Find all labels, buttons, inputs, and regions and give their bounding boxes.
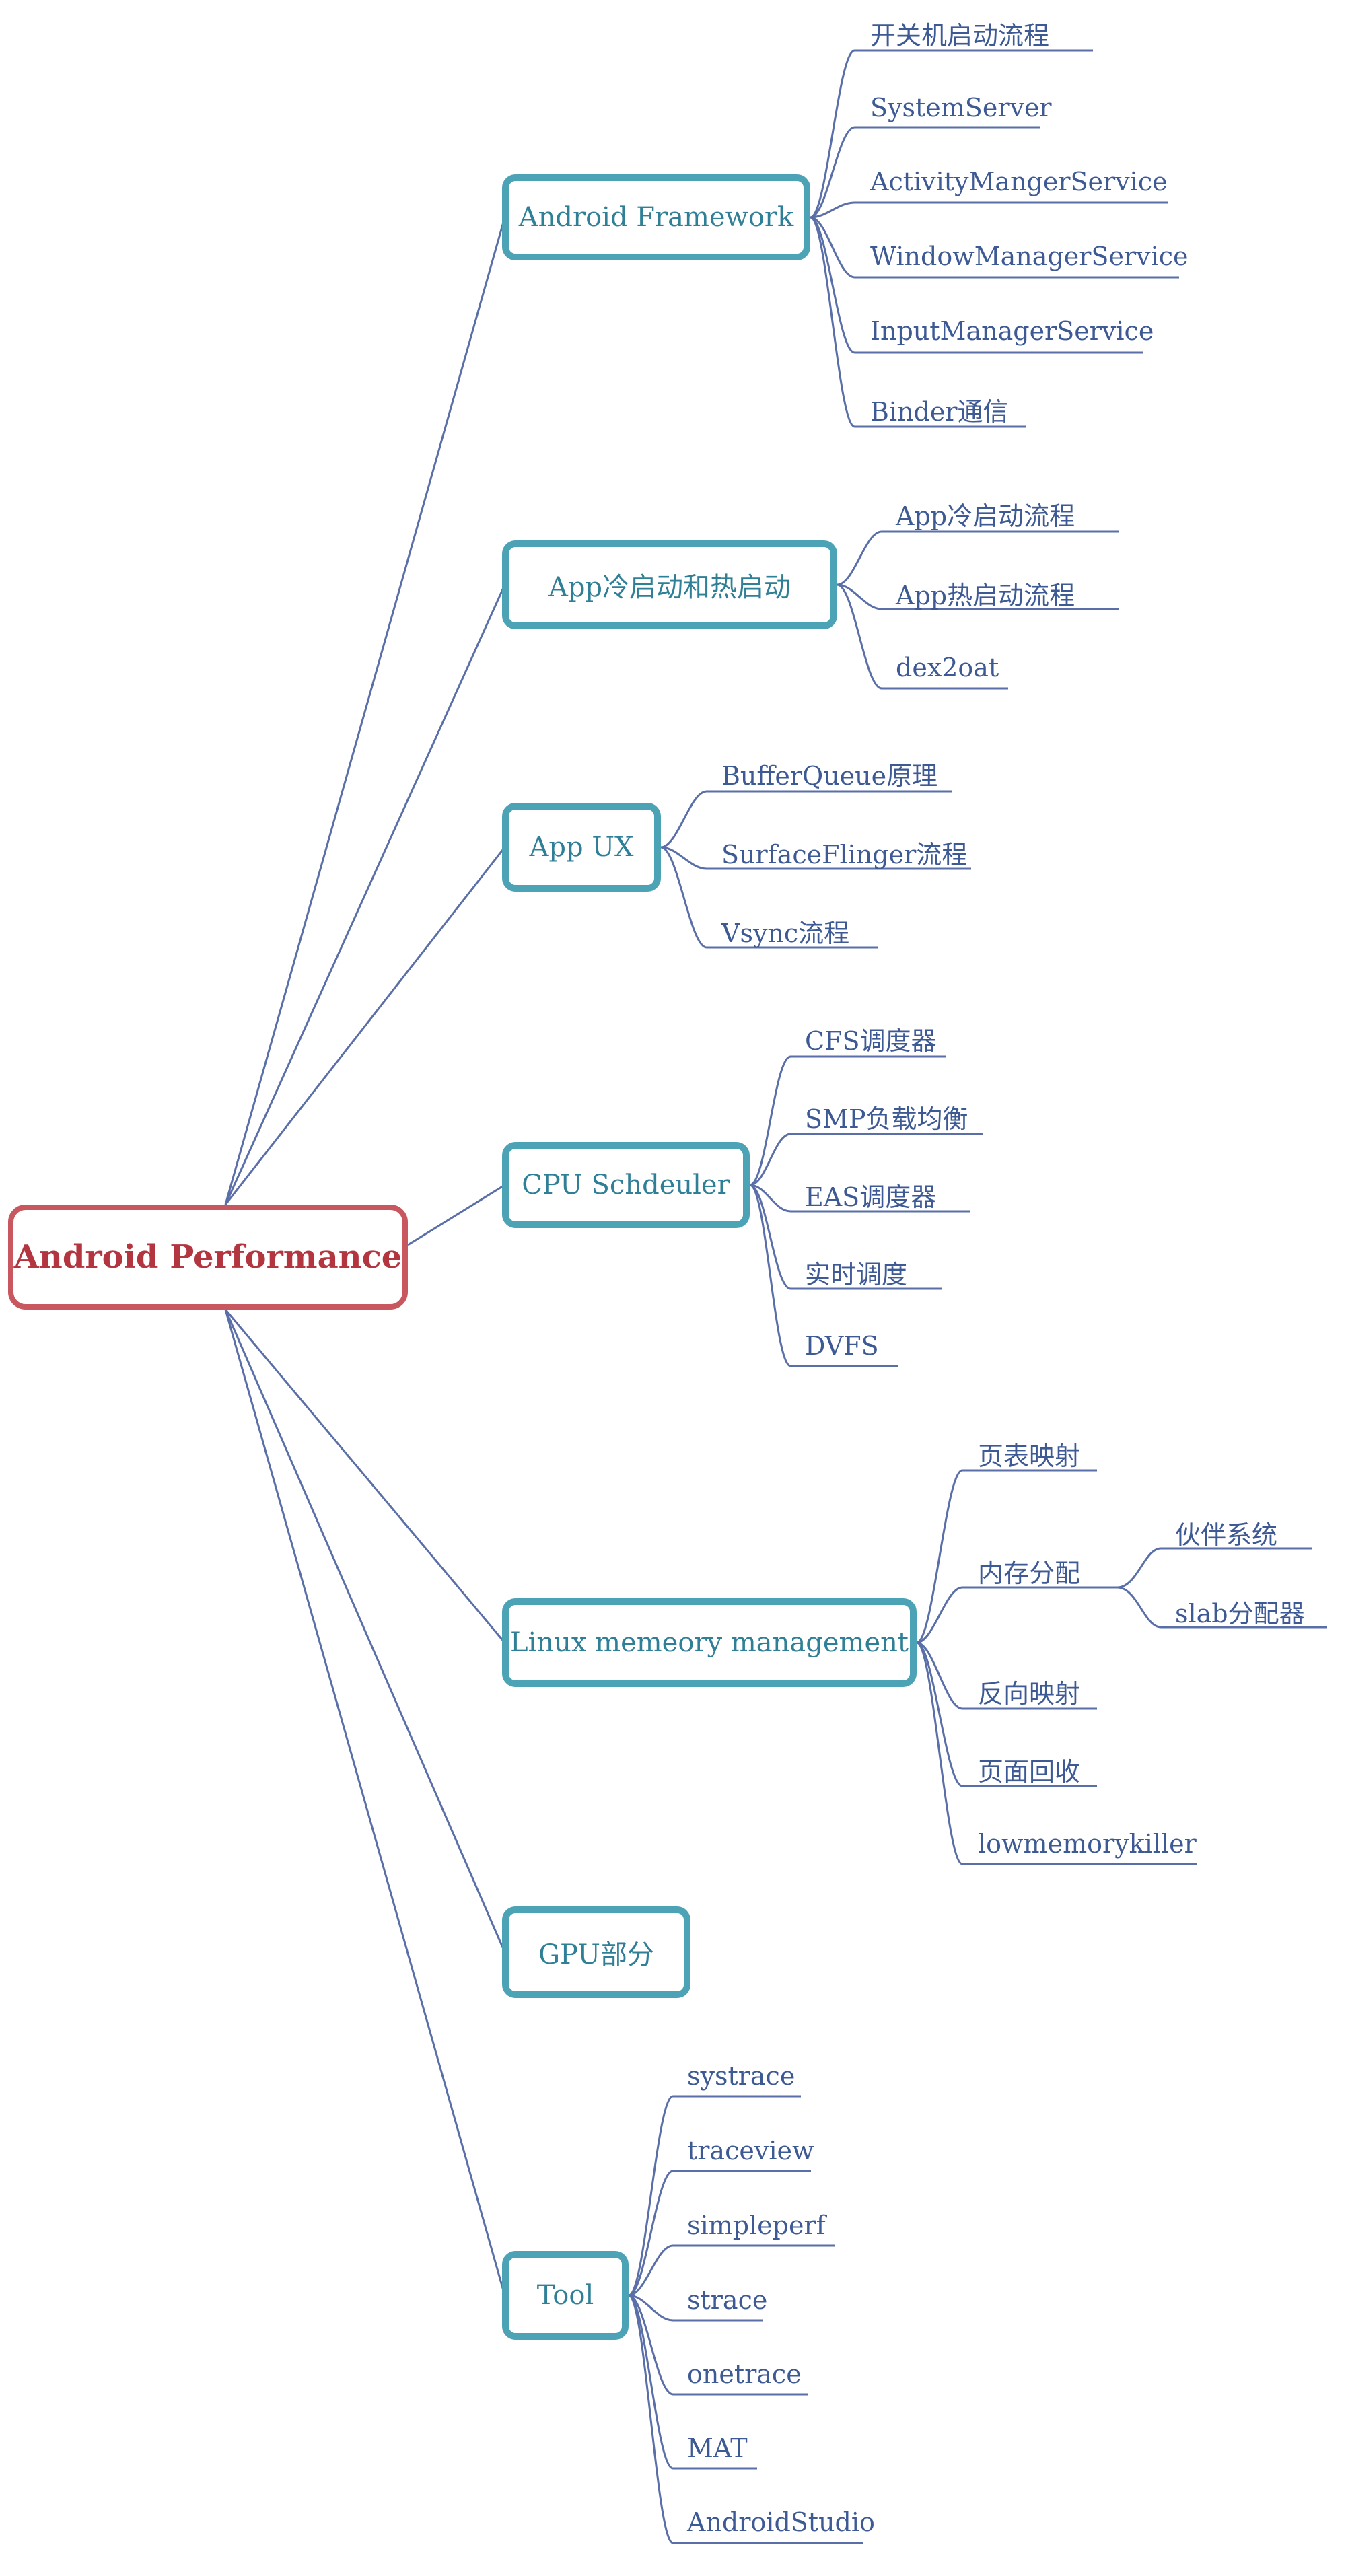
leaf-strace[interactable]: strace [687,2285,768,2315]
leaf-traceview[interactable]: traceview [687,2136,814,2166]
leaf-activitymanagerservice[interactable]: ActivityMangerService [870,167,1168,196]
leaf-connector [810,49,1093,219]
root-connector [224,847,506,1205]
leaf-connector [837,583,1119,610]
leaf-connector [628,2244,835,2297]
leaf-systemserver[interactable]: SystemServer [870,93,1052,122]
branch-node-app-ux[interactable]: App UX [502,803,661,892]
leaf-connector [916,1586,1117,1644]
leaf-realtime-scheduling[interactable]: 实时调度 [805,1260,908,1289]
leaf-connector [749,1133,983,1186]
leaf-simpleperf[interactable]: simpleperf [687,2211,826,2240]
leaf-slab-allocator[interactable]: slab分配器 [1175,1599,1305,1629]
leaf-connector [916,1469,1097,1644]
root-node-android-performance[interactable]: Android Performance [8,1205,408,1310]
leaf-mat[interactable]: MAT [687,2433,748,2463]
leaf-connector [810,216,1026,428]
subleaf-connector [1117,1586,1327,1629]
leaf-connector [749,1055,946,1186]
leaf-androidstudio[interactable]: AndroidStudio [687,2507,875,2537]
root-connector [224,1309,506,1953]
leaf-systrace[interactable]: systrace [687,2061,795,2091]
leaf-connector [749,1184,942,1290]
leaf-dvfs[interactable]: DVFS [805,1331,879,1361]
leaf-app-cold-start[interactable]: App冷启动流程 [896,501,1075,531]
leaf-smp-load-balance[interactable]: SMP负载均衡 [805,1104,968,1134]
leaf-connector [628,2294,763,2322]
leaf-dex2oat[interactable]: dex2oat [896,653,999,682]
leaf-onetrace[interactable]: onetrace [687,2359,802,2389]
leaf-windowmanagerservice[interactable]: WindowManagerService [870,242,1189,271]
leaf-connector [810,201,1168,219]
leaf-page-reclaim[interactable]: 页面回收 [978,1757,1081,1787]
leaf-page-table-mapping[interactable]: 页表映射 [978,1441,1081,1471]
root-connector [224,217,506,1205]
branch-node-gpu[interactable]: GPU部分 [502,1906,690,1998]
leaf-boot-shutdown-flow[interactable]: 开关机启动流程 [870,21,1050,50]
leaf-connector [749,1184,898,1367]
leaf-connector [628,2095,801,2297]
leaf-connector [916,1641,1097,1710]
leaf-connector [837,583,1008,690]
leaf-surfaceflinger[interactable]: SurfaceFlinger流程 [721,840,968,869]
leaf-eas-scheduler[interactable]: EAS调度器 [805,1182,937,1212]
leaf-connector [628,2294,863,2544]
leaf-bufferqueue[interactable]: BufferQueue原理 [721,761,938,791]
branch-node-linux-memory[interactable]: Linux memeory management [502,1598,917,1687]
leaf-connector [628,2170,811,2297]
branch-node-android-framework[interactable]: Android Framework [502,174,810,260]
leaf-connector [810,216,1179,279]
leaf-connector [837,530,1119,586]
leaf-vsync[interactable]: Vsync流程 [721,919,850,948]
branch-node-app-startup[interactable]: App冷启动和热启动 [502,540,837,629]
branch-node-cpu-scheduler[interactable]: CPU Schdeuler [502,1142,750,1228]
leaf-connector [660,846,971,870]
root-connector [224,584,506,1205]
leaf-connector [916,1641,1197,1865]
leaf-connector [628,2294,757,2470]
root-connector [224,1309,506,1643]
leaf-connector [660,846,878,949]
leaf-reverse-mapping[interactable]: 反向映射 [978,1679,1081,1709]
leaf-app-hot-start[interactable]: App热启动流程 [896,581,1075,610]
leaf-connector [810,216,1143,354]
subleaf-connector [1117,1547,1312,1589]
branch-node-tool[interactable]: Tool [502,2251,629,2340]
leaf-connector [810,126,1040,219]
leaf-lowmemorykiller[interactable]: lowmemorykiller [978,1829,1197,1859]
root-connector [407,1184,505,1246]
leaf-connector [628,2294,808,2396]
leaf-memory-allocation[interactable]: 内存分配 [978,1559,1081,1588]
leaf-connector [749,1184,970,1213]
leaf-connector [916,1641,1097,1787]
root-connector [224,1309,506,2296]
leaf-buddy-system[interactable]: 伙伴系统 [1175,1520,1278,1550]
leaf-binder-ipc[interactable]: Binder通信 [870,397,1009,427]
leaf-cfs-scheduler[interactable]: CFS调度器 [805,1026,937,1056]
leaf-inputmanagerservice[interactable]: InputManagerService [870,316,1154,346]
leaf-connector [660,790,952,849]
